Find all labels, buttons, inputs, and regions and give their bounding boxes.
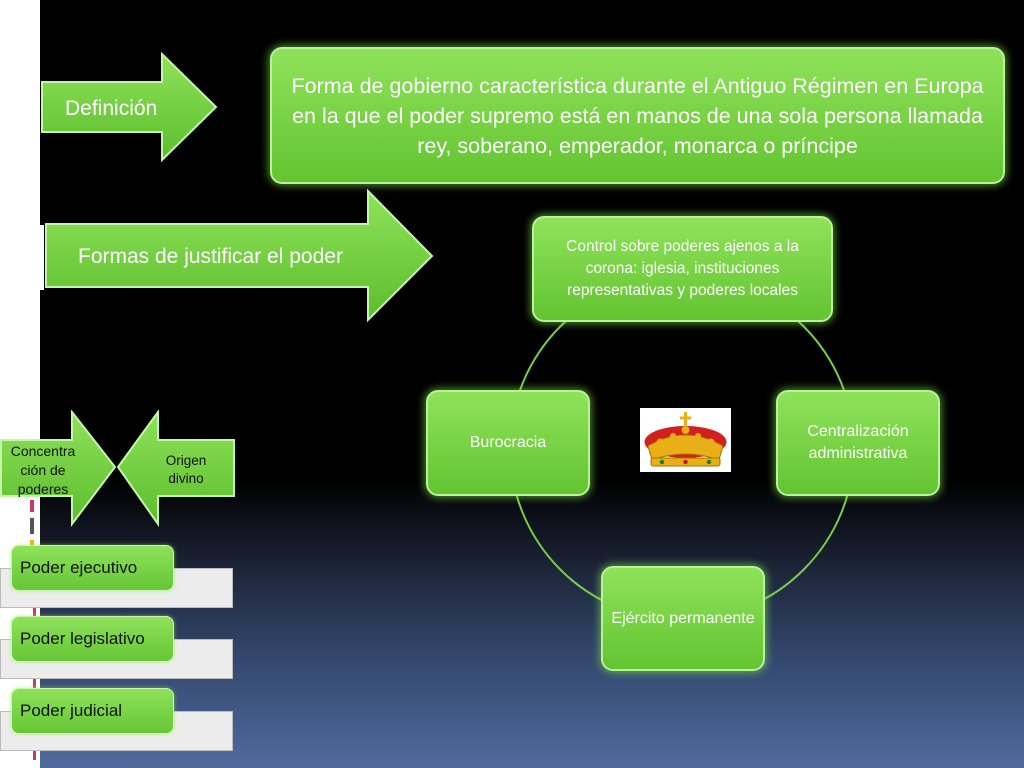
decorative-lines xyxy=(22,45,44,290)
definition-text: Forma de gobierno característica durante… xyxy=(291,73,984,158)
cycle-node-bottom: Ejército permanente xyxy=(601,566,765,671)
arrow-left-label: Concentra ción de poderes xyxy=(10,443,76,497)
cycle-node-left: Burocracia xyxy=(426,390,590,496)
definition-text-box: Forma de gobierno característica durante… xyxy=(270,47,1005,184)
definition-arrow xyxy=(41,51,218,163)
cycle-node-top-label: Control sobre poderes ajenos a la corona… xyxy=(566,238,799,299)
arrow-right-label: Origen divino xyxy=(165,453,207,486)
cycle-node-left-label: Burocracia xyxy=(469,434,547,451)
strip-bar-gray xyxy=(30,518,34,534)
justification-label: Formas de justificar el poder xyxy=(78,245,343,268)
royal-crown-icon xyxy=(640,408,731,472)
power-legislative: Poder legislativo xyxy=(11,616,174,662)
power-judicial: Poder judicial xyxy=(11,688,174,734)
justification-arrow xyxy=(45,188,434,323)
strip-bar-pink xyxy=(30,500,34,512)
cycle-node-bottom-label: Ejército permanente xyxy=(611,609,755,627)
cycle-node-right: Centralización administrativa xyxy=(776,390,940,496)
cycle-node-top: Control sobre poderes ajenos a la corona… xyxy=(532,216,833,322)
cycle-node-right-label: Centralización administrativa xyxy=(807,423,909,462)
definition-label: Definición xyxy=(65,97,158,120)
power-executive: Poder ejecutivo xyxy=(11,545,174,591)
convergent-arrows xyxy=(0,410,235,528)
